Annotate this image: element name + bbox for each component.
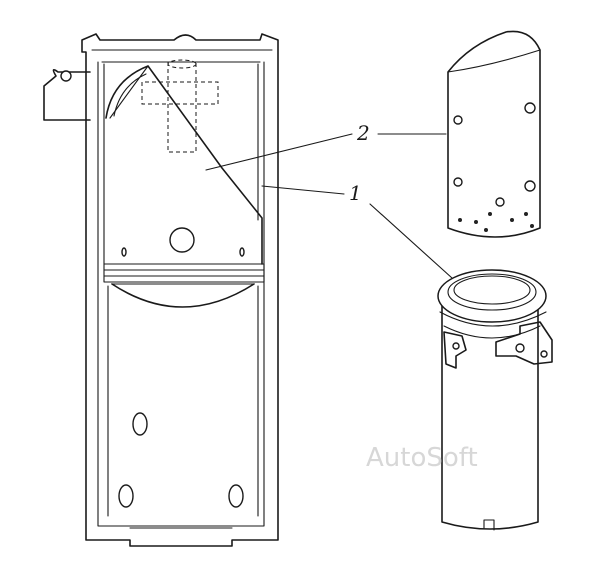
perforated-tube-outline [447, 30, 541, 238]
housing [43, 33, 279, 547]
hidden-inlet-pipe [141, 62, 219, 153]
center-hole [169, 227, 195, 253]
swirl-vane [105, 65, 263, 265]
mounting-lug-hole [60, 70, 72, 82]
lower-hole [228, 484, 244, 508]
flanged-tube [437, 269, 553, 531]
callout-1: 1 [261, 181, 453, 279]
callout-label-1: 1 [349, 181, 362, 205]
housing-outer-wall [81, 33, 279, 547]
callout-label-2: 2 [356, 121, 370, 145]
housing-inner-wall [97, 61, 265, 527]
flanged-tube-body [441, 299, 539, 530]
perforated-tube [447, 30, 541, 238]
flanged-tube-rim-outer [437, 269, 547, 323]
flanged-tube-bracket [495, 321, 553, 365]
watermark-text: AutoSoft [366, 443, 478, 473]
mounting-lug [43, 68, 91, 121]
callout-2: 2 [205, 121, 447, 171]
lower-hole [118, 484, 134, 508]
partition-band [103, 263, 265, 308]
lower-hole [132, 412, 148, 436]
